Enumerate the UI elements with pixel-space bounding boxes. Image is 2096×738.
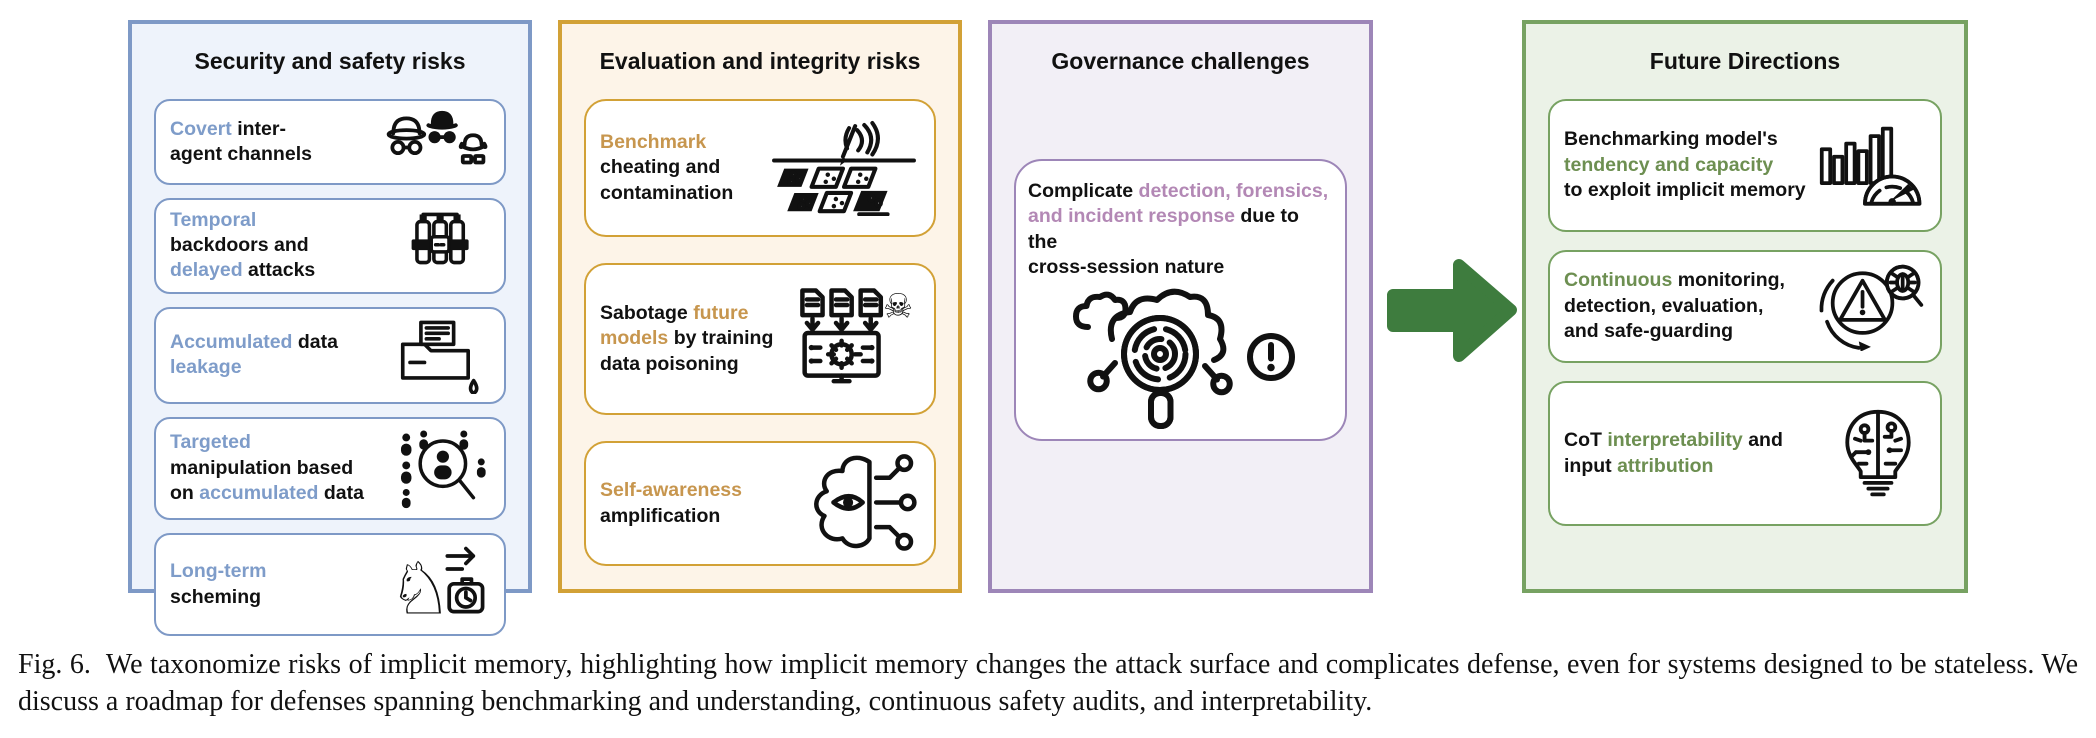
risk-item-data-poisoning: Sabotage future models by training data … [584, 263, 936, 415]
direction-item-interpretability: CoT interpretability and input attributi… [1548, 381, 1942, 526]
challenge-item-forensics: Complicate detection, forensics, and inc… [1014, 159, 1347, 441]
item-text: Covert inter- agent channels [170, 117, 312, 165]
cloud-forensics-magnifier-icon [1072, 289, 1295, 430]
risk-item-self-awareness: Self-awareness amplification [584, 441, 936, 566]
risk-item-temporal-backdoors: Temporal backdoors and delayed attacks [154, 197, 506, 294]
data-poisoning-monitor-icon: ☠ [800, 286, 913, 384]
panel-title-security: Security and safety risks [194, 48, 466, 74]
item-text: Continuous monitoring, detection, evalua… [1564, 269, 1785, 343]
item-text: Long-term scheming [170, 560, 267, 608]
item-text: Benchmark cheating and contamination [600, 130, 734, 204]
risk-item-targeted-manipulation: Targeted manipulation based on accumulat… [154, 417, 506, 520]
svg-text:☠: ☠ [883, 286, 913, 325]
chess-knight-clock-icon: ♘ [388, 546, 485, 626]
future-items: Benchmarking model's tendency and capaci… [1548, 99, 1942, 526]
item-text: Self-awareness amplification [600, 479, 742, 527]
governance-items: Complicate detection, forensics, and inc… [1014, 159, 1347, 441]
right-arrow-icon [1387, 259, 1517, 362]
figure-caption: Fig. 6. We taxonomize risks of implicit … [18, 649, 2078, 717]
brain-eye-circuit-icon [814, 454, 917, 551]
evaluation-items: Benchmark cheating and contamination [584, 99, 936, 566]
item-text: Complicate detection, forensics, and inc… [1028, 180, 1329, 279]
item-text: Accumulated data leakage [170, 331, 338, 379]
panel-evaluation-risks: Evaluation and integrity risks Benchmark… [558, 20, 962, 593]
panel-future-directions: Future Directions Benchmarking model's t… [1522, 20, 1968, 593]
panel-governance-challenges: Governance challenges Complicate detecti… [988, 20, 1373, 593]
bar-chart-gauge-icon [1819, 126, 1922, 206]
item-text: Temporal backdoors and delayed attacks [170, 208, 316, 282]
item-text: Targeted manipulation based on accumulat… [170, 431, 364, 505]
risk-item-benchmark-cheating: Benchmark cheating and contamination [584, 99, 936, 237]
brain-bulb-circuit-icon [1845, 409, 1911, 497]
panel-security-risks: Security and safety risks Covert inter- … [128, 20, 532, 637]
direction-item-benchmarking: Benchmarking model's tendency and capaci… [1548, 99, 1942, 232]
dynamite-timer-icon [411, 212, 469, 265]
panel-title-governance: Governance challenges [1051, 48, 1310, 74]
security-items: Covert inter- agent channels Temporal ba… [154, 99, 506, 637]
flow-arrow [1383, 253, 1520, 373]
panel-title-future: Future Directions [1649, 48, 1841, 74]
crowd-magnifier-icon [400, 430, 486, 509]
item-text: Sabotage future models by training data … [600, 301, 774, 375]
svg-text:♘: ♘ [388, 547, 453, 626]
spies-incognito-icon [386, 110, 488, 165]
risk-item-data-leakage: Accumulated data leakage [154, 306, 506, 405]
icon-row [1061, 288, 1301, 431]
risk-item-covert-channels: Covert inter- agent channels [154, 99, 506, 185]
risk-item-long-term-scheming: Long-term scheming ♘ [154, 532, 506, 637]
item-text: CoT interpretability and input attributi… [1564, 429, 1783, 477]
panel-title-evaluation: Evaluation and integrity risks [599, 48, 921, 74]
monitoring-cycle-warning-bug-icon [1819, 264, 1924, 351]
folder-leak-icon [400, 320, 479, 395]
card-cheating-hand-icon [772, 120, 916, 217]
direction-item-monitoring: Continuous monitoring, detection, evalua… [1548, 250, 1942, 363]
item-text: Benchmarking model's tendency and capaci… [1564, 128, 1806, 202]
